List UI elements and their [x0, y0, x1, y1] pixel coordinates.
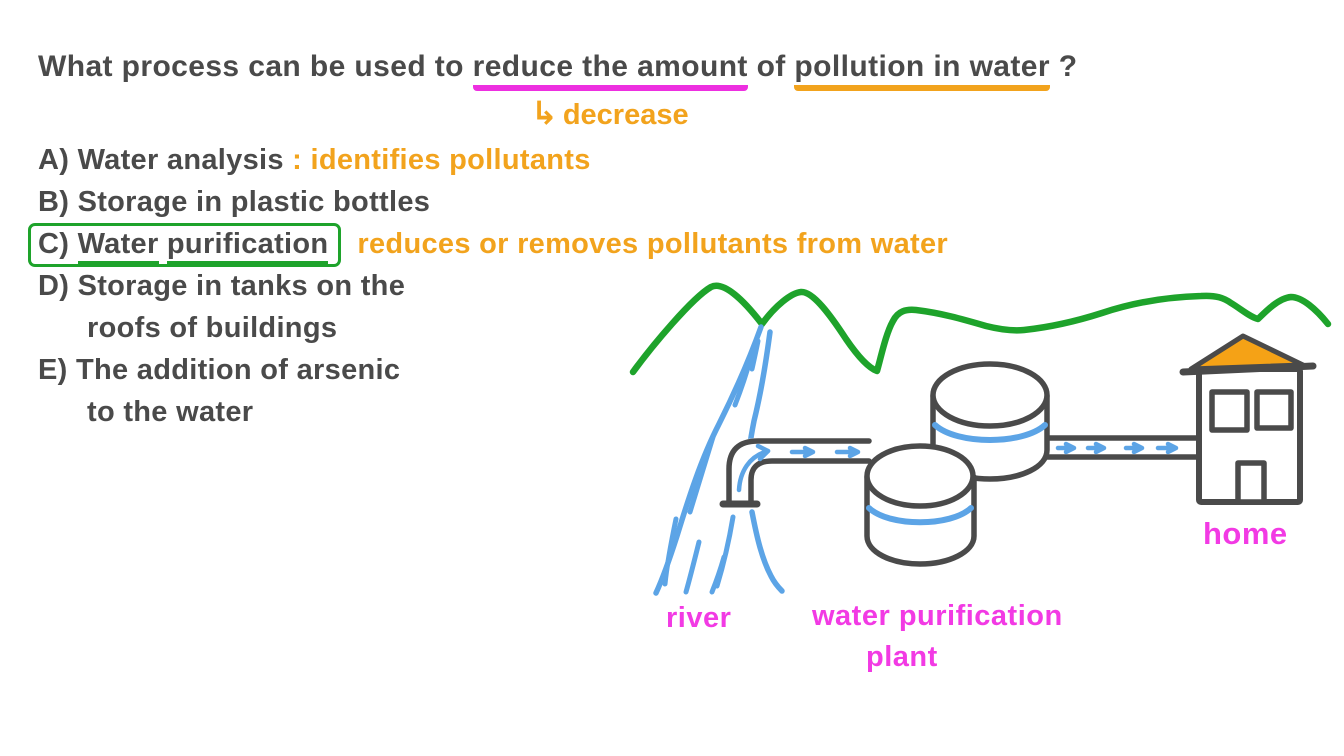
option-b: B) Storage in plastic bottles — [38, 181, 948, 223]
option-a: A) Water analysis : identifies pollutant… — [38, 139, 948, 181]
plant-label-line2: plant — [866, 641, 938, 673]
water-supply-diagram — [629, 282, 1332, 596]
option-e-text1: The addition of arsenic — [75, 354, 401, 386]
option-c: C) Water purification reduces or removes … — [28, 223, 948, 267]
decrease-annotation: ↳decrease — [531, 94, 689, 132]
option-d-text2: roofs of buildings — [87, 312, 338, 344]
option-e-text2: to the water — [87, 396, 254, 428]
question-highlight-pollution: pollution in water — [794, 50, 1050, 91]
option-e-label: E) — [38, 354, 76, 386]
decrease-annotation-label: decrease — [562, 99, 689, 131]
intake-pipe-drawing — [719, 438, 872, 508]
option-e-line2: to the water — [38, 391, 948, 433]
correct-answer-box: C) Water purification — [28, 223, 342, 267]
house-window-left — [1209, 389, 1250, 433]
house-door — [1235, 460, 1267, 505]
option-a-text: Water analysis — [77, 144, 293, 176]
plant-label-line1: water purification — [812, 600, 1063, 632]
option-e-line1: E) The addition of arsenic — [38, 349, 948, 391]
question-mark: ? — [1049, 50, 1078, 83]
option-b-label: B) — [38, 186, 78, 218]
flow-arrows-supply — [1055, 441, 1179, 455]
river-label: river — [666, 602, 732, 634]
option-d-line2: roofs of buildings — [38, 307, 948, 349]
question-text: What process can be used to reduce the a… — [38, 50, 1078, 91]
option-c-label: C) — [38, 228, 78, 260]
option-d-line1: D) Storage in tanks on the — [38, 265, 948, 307]
answer-options: A) Water analysis : identifies pollutant… — [28, 139, 948, 433]
option-d-label: D) — [38, 270, 78, 302]
supply-pipe-drawing — [1042, 435, 1204, 460]
option-c-word1: Water — [77, 228, 159, 265]
purification-tank-front — [864, 443, 977, 567]
option-c-space — [159, 228, 167, 260]
option-a-label: A) — [38, 144, 78, 176]
question-part2: of — [747, 50, 795, 83]
option-a-annotation: : identifies pollutants — [292, 144, 591, 176]
house-window-right — [1254, 389, 1294, 431]
option-b-text: Storage in plastic bottles — [77, 186, 431, 218]
option-c-annotation: reduces or removes pollutants from water — [357, 228, 948, 260]
house-eave — [1179, 362, 1317, 376]
mountains-drawing — [629, 282, 1332, 376]
arrow-down-right-icon: ↳ — [531, 95, 558, 131]
option-d-text1: Storage in tanks on the — [77, 270, 406, 302]
home-label: home — [1203, 516, 1288, 551]
option-c-word2: purification — [166, 228, 329, 265]
home-drawing — [1179, 333, 1317, 505]
question-highlight-reduce: reduce the amount — [472, 50, 748, 91]
flow-arrows-intake — [736, 443, 861, 493]
question-part1: What process can be used to — [38, 50, 473, 83]
